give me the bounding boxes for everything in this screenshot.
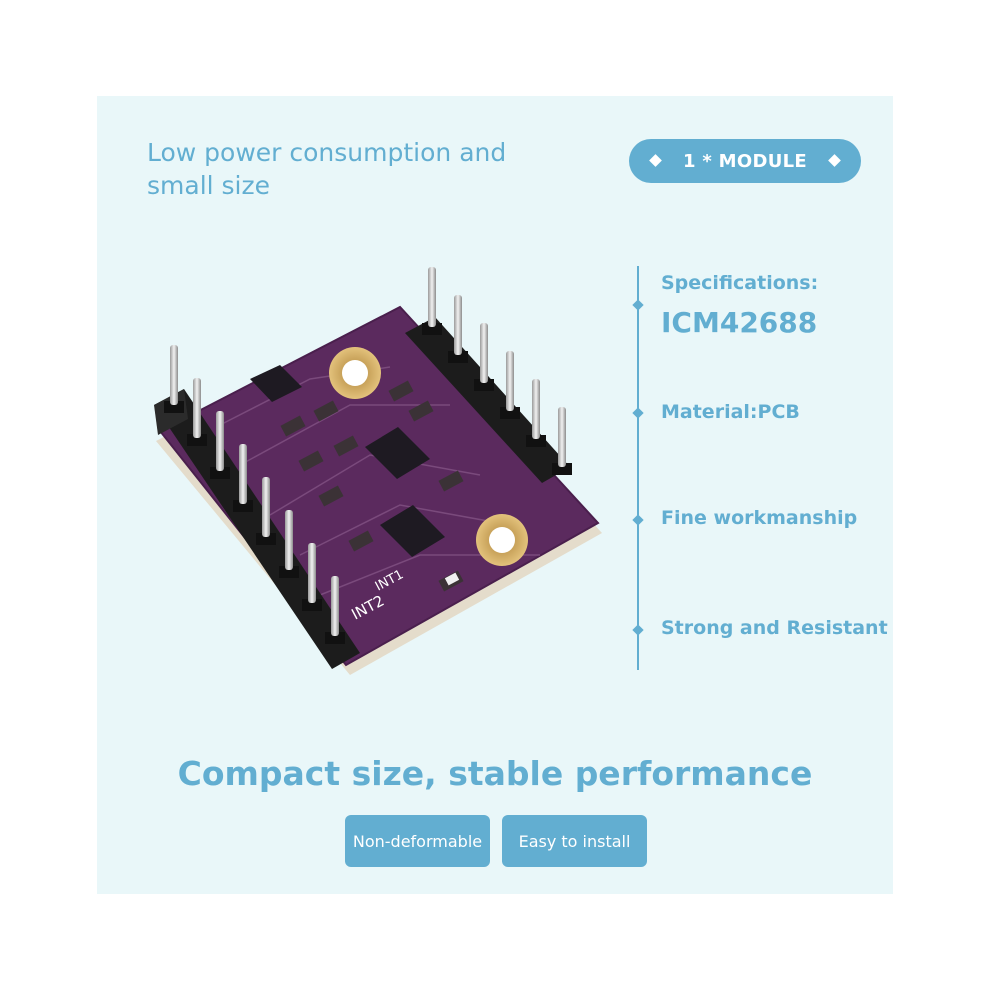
right-header-pin — [428, 267, 436, 327]
left-header-pin — [308, 543, 316, 603]
badge-label: 1 * MODULE — [682, 150, 807, 172]
right-header-pin-base — [474, 379, 494, 391]
left-header-pin-base — [210, 467, 230, 479]
diamond-icon — [828, 154, 841, 167]
quantity-badge: 1 * MODULE — [629, 139, 861, 183]
spec-timeline-line — [637, 266, 639, 670]
left-header-pin-base — [233, 500, 253, 512]
left-header-pin — [285, 510, 293, 570]
right-header-pin — [480, 323, 488, 383]
diamond-icon — [649, 154, 662, 167]
left-header-pin-base — [302, 599, 322, 611]
left-header-pin — [216, 411, 224, 471]
headline: Low power consumption and small size — [147, 136, 567, 202]
left-header-pin — [331, 576, 339, 636]
left-header-pin — [193, 378, 201, 438]
left-header-pin — [262, 477, 270, 537]
spec-workmanship: Fine workmanship — [661, 507, 858, 529]
left-header-pin-base — [256, 533, 276, 545]
left-header-pin — [239, 444, 247, 504]
feature-pill-non-deformable: Non-deformable — [345, 815, 490, 867]
left-header-pin-base — [187, 434, 207, 446]
left-header-pin-base — [325, 632, 345, 644]
sensor-module-image: INT2 INT1 — [154, 267, 602, 675]
spec-material: Material:PCB — [661, 401, 800, 423]
left-header-pin-base — [164, 401, 184, 413]
feature-pill-easy-install: Easy to install — [502, 815, 647, 867]
spec-durability: Strong and Resistant — [661, 617, 888, 639]
right-header-pin — [532, 379, 540, 439]
left-header-pin-base — [279, 566, 299, 578]
right-header-pin — [506, 351, 514, 411]
right-header-pin-base — [422, 323, 442, 335]
right-header-pin-base — [552, 463, 572, 475]
headline-line-1: Low power consumption and — [147, 138, 507, 167]
headline-line-2: small size — [147, 171, 271, 200]
right-header-pin — [558, 407, 566, 467]
right-header-pin — [454, 295, 462, 355]
spec-heading: Specifications: — [661, 272, 819, 294]
bottom-title: Compact size, stable performance — [177, 754, 813, 793]
right-header-pin-base — [526, 435, 546, 447]
right-header-pin-base — [448, 351, 468, 363]
left-header-pin — [170, 345, 178, 405]
right-header-pin-base — [500, 407, 520, 419]
spec-model: ICM42688 — [661, 306, 818, 339]
